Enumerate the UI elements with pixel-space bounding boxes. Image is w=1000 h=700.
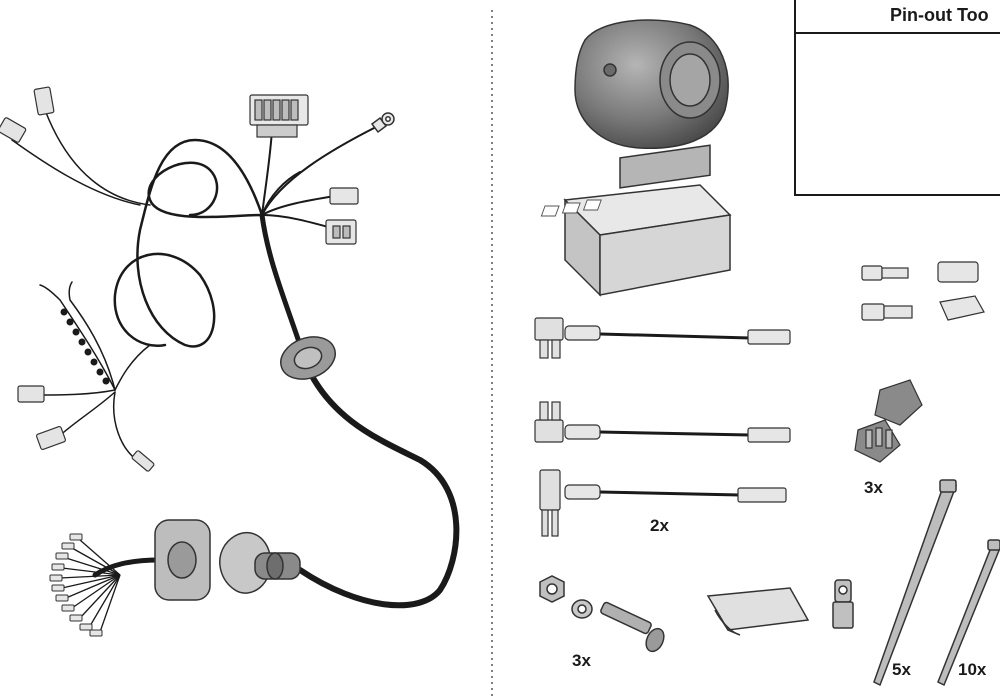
- ring-terminal-icon: [832, 579, 854, 629]
- connector-icon: [861, 261, 985, 321]
- module-icon: [540, 144, 732, 297]
- wiring-harness: [11, 109, 460, 609]
- spade-connector-icon: [0, 86, 155, 472]
- twisted-pair-beads: [60, 308, 110, 385]
- cable-tie-small-quantity: 10x: [958, 660, 987, 679]
- pin-wires-fan-icon: [59, 539, 121, 633]
- cable-tie-large-quantity: 5x: [892, 660, 911, 679]
- bolt-quantity: 3x: [572, 651, 591, 670]
- fuse-tap-quantity: 2x: [650, 516, 669, 535]
- pin-out-tool-box: Pin-out Too: [794, 0, 1000, 196]
- ring-terminal-icon: [370, 112, 395, 134]
- grommet-icon: [280, 336, 336, 380]
- spade-connector-icon: [325, 187, 359, 245]
- multi-pin-connector-icon: [249, 94, 309, 138]
- socket-icon: [574, 19, 729, 149]
- adhesive-pad-icon: [706, 587, 810, 636]
- fuse-tap-icon: [534, 317, 791, 537]
- cable-tie-icon: [873, 479, 1000, 687]
- pin-out-tool-header: Pin-out Too: [796, 0, 1000, 34]
- bolt-icon: [539, 575, 665, 653]
- connector-quantity: 3x: [864, 478, 883, 497]
- socket-plate-icon: [154, 519, 301, 601]
- bullet-connector-icon: [854, 379, 923, 463]
- pin-terminals-icon: [49, 533, 103, 637]
- pin-out-tool-title: Pin-out Too: [890, 5, 989, 25]
